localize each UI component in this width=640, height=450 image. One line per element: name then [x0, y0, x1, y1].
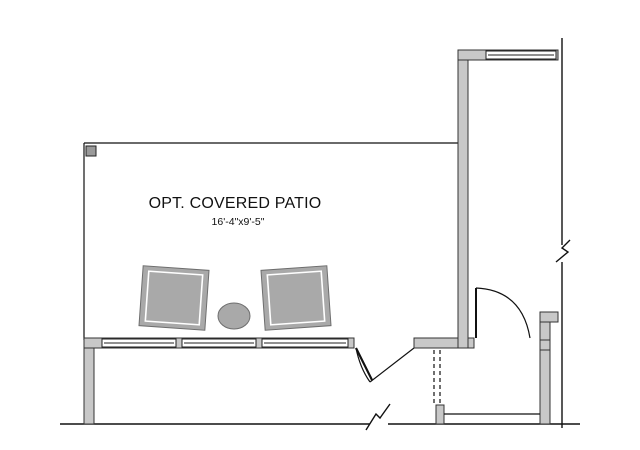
- house-door-swing: [475, 287, 531, 339]
- windows: [101, 50, 557, 348]
- corner-post: [85, 145, 97, 157]
- furniture: [138, 265, 332, 331]
- break-mark: [365, 403, 391, 431]
- room-name-label: OPT. COVERED PATIO: [149, 195, 322, 212]
- chair-left: [138, 265, 210, 331]
- doors: [355, 287, 531, 405]
- chair-right: [260, 265, 332, 331]
- break-mark-right: [555, 239, 571, 263]
- side-table: [217, 302, 251, 330]
- ground-lines: [60, 38, 580, 431]
- patio-outline: [83, 142, 460, 340]
- walls: [83, 49, 559, 425]
- room-dimensions-label: 16'-4"x9'-5": [212, 216, 265, 228]
